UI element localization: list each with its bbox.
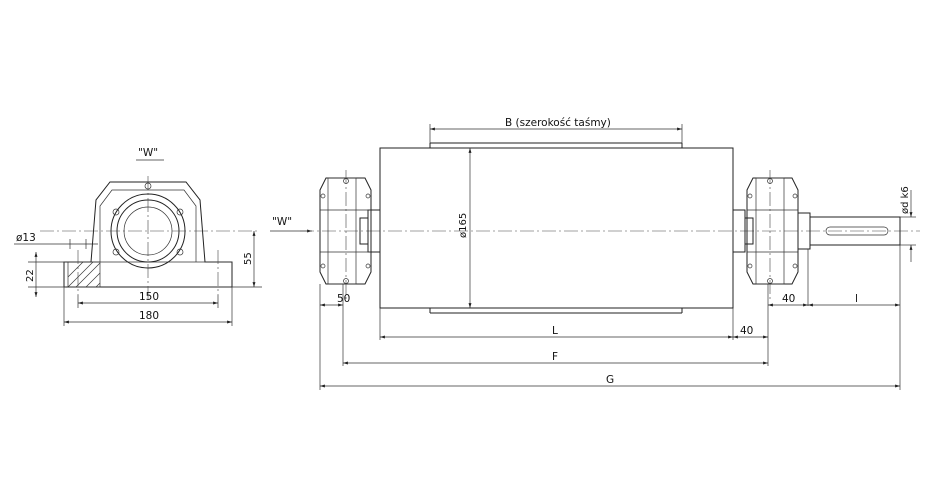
bolt-hole-lower-right bbox=[176, 248, 184, 256]
shaft-offset-label: 40 bbox=[782, 293, 795, 305]
housing-width-label: 50 bbox=[337, 293, 350, 305]
bearing-span-label: F bbox=[552, 351, 558, 363]
right-housing-bolt-c bbox=[792, 193, 798, 199]
view-direction-label: "W" bbox=[272, 216, 292, 228]
end-offset-label: 40 bbox=[740, 325, 753, 337]
base-length-label: 180 bbox=[139, 310, 159, 322]
pillow-block-housing bbox=[63, 181, 233, 288]
bolt-hole-lower-left bbox=[112, 248, 120, 256]
roller-drum bbox=[379, 147, 734, 309]
right-shaft-collar bbox=[744, 217, 754, 245]
shaft-diameter-label: ød k6 bbox=[900, 186, 911, 214]
left-housing-bolt-c bbox=[365, 193, 371, 199]
drum-diameter-label: ø165 bbox=[458, 213, 469, 238]
bolt-hole-upper-right bbox=[176, 208, 184, 216]
drive-shaft bbox=[809, 216, 901, 246]
view-label: "W" bbox=[138, 147, 158, 159]
right-housing-bolt-b bbox=[747, 263, 753, 269]
overall-length-label: G bbox=[606, 374, 614, 386]
foot-section-hatch bbox=[67, 261, 101, 288]
belt-width-label: B (szerokość taśmy) bbox=[505, 117, 611, 129]
side-view: "W" ø13 bbox=[14, 147, 262, 326]
right-housing-bolt-a bbox=[747, 193, 753, 199]
shaft-height-label: 55 bbox=[243, 252, 254, 265]
left-shaft-collar bbox=[359, 217, 369, 245]
right-housing-bolt-d bbox=[792, 263, 798, 269]
front-view: "W" B (szerokość taśmy) ø165 bbox=[270, 117, 920, 390]
left-housing-body bbox=[327, 177, 357, 285]
drum-length-label: L bbox=[552, 325, 558, 337]
bolt-spacing-label: 150 bbox=[139, 291, 159, 303]
left-housing-bolt-a bbox=[320, 193, 326, 199]
drive-shaft-keyway bbox=[825, 226, 889, 236]
left-housing-bolt-d bbox=[365, 263, 371, 269]
shaft-length-label: l bbox=[855, 293, 858, 305]
base-height-label: 22 bbox=[25, 269, 36, 282]
hole-diameter-label: ø13 bbox=[16, 232, 36, 244]
bolt-hole-upper-left bbox=[112, 208, 120, 216]
left-housing-bolt-b bbox=[320, 263, 326, 269]
